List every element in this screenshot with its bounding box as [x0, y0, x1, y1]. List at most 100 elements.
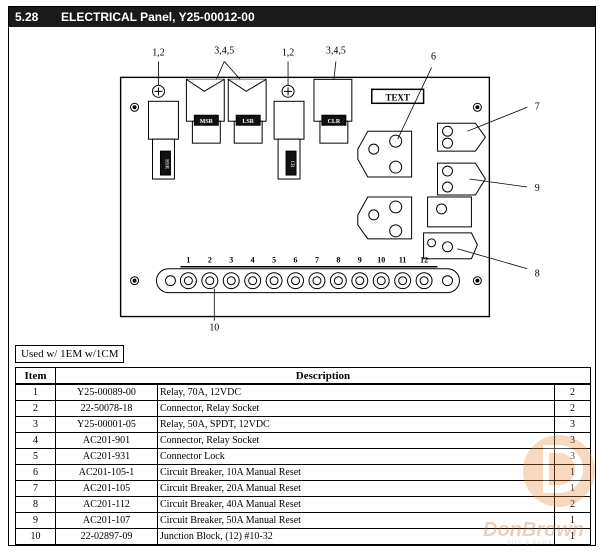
junction-stud-nut: [183, 276, 193, 286]
terminal-number: 4: [251, 256, 255, 265]
header-item: Item: [15, 367, 56, 385]
item-number-cell: 3: [15, 416, 56, 433]
section-number: 5.28: [15, 10, 39, 24]
label-lsr: LSR: [242, 119, 254, 125]
circuit-breakers: [357, 122, 486, 260]
quantity-cell: 1: [554, 480, 591, 497]
callout-10: 10: [209, 323, 219, 334]
junction-stud-nut: [248, 276, 258, 286]
terminal-number: 7: [315, 256, 319, 265]
item-number-cell: 10: [15, 528, 56, 545]
quantity-cell: 3: [554, 416, 591, 433]
header-description: Description: [55, 367, 591, 385]
description-cell: Circuit Breaker, 10A Manual Reset: [157, 464, 555, 481]
item-number-cell: 1: [15, 383, 56, 401]
part-number-cell: AC201-105: [55, 480, 158, 497]
quantity-cell: 3: [554, 432, 591, 449]
description-cell: Circuit Breaker, 40A Manual Reset: [157, 496, 555, 513]
callout-3-4-5-right: 3,4,5: [326, 45, 346, 56]
junction-stud-nut: [333, 276, 343, 286]
text-label-box: [371, 88, 425, 105]
junction-stud-nut: [226, 276, 236, 286]
junction-stud-nut: [355, 276, 365, 286]
callout-1-2-left: 1,2: [152, 47, 164, 58]
part-number-cell: AC201-931: [55, 448, 158, 465]
terminal-number: 10: [377, 256, 385, 265]
part-number-cell: Y25-00089-00: [55, 383, 158, 401]
item-number-cell: 9: [15, 512, 56, 529]
item-number-cell: 2: [15, 400, 56, 417]
item-number-cell: 4: [15, 432, 56, 449]
relay-hsr: [148, 84, 179, 180]
description-cell: Relay, 70A, 12VDC: [157, 383, 555, 401]
quantity-cell: 2: [554, 496, 591, 513]
description-cell: Connector Lock: [157, 448, 555, 465]
label-text: TEXT: [385, 92, 409, 102]
junction-stud-nut: [376, 276, 386, 286]
relay-lsr: [227, 78, 267, 144]
part-number-cell: 22-02897-09: [55, 528, 158, 545]
part-number-cell: 22-50078-18: [55, 400, 158, 417]
callout-1-2-right: 1,2: [282, 47, 294, 58]
quantity-cell: 1: [554, 512, 591, 529]
description-cell: Circuit Breaker, 20A Manual Reset: [157, 480, 555, 497]
item-number-cell: 5: [15, 448, 56, 465]
item-number-cell: 7: [15, 480, 56, 497]
electrical-panel-diagram: HSR MSR LSR CR: [119, 45, 540, 334]
part-number-cell: AC201-105-1: [55, 464, 158, 481]
section-title: ELECTRICAL Panel, Y25-00012-00: [61, 10, 255, 24]
quantity-cell: 1: [554, 528, 591, 545]
section-title-bar: 5.28 ELECTRICAL Panel, Y25-00012-00: [9, 7, 595, 27]
terminal-number: 12: [420, 256, 428, 265]
terminal-number: 1: [186, 256, 190, 265]
terminal-number: 8: [336, 256, 340, 265]
terminal-number: 11: [399, 256, 407, 265]
relay-clr: [313, 78, 353, 144]
part-number-cell: Y25-00001-05: [55, 416, 158, 433]
junction-stud-nut: [312, 276, 322, 286]
junction-stud-nut: [419, 276, 429, 286]
part-number-cell: AC201-112: [55, 496, 158, 513]
label-clr: CLR: [328, 119, 341, 125]
label-hsr: HSR: [163, 159, 168, 169]
terminal-number: 6: [294, 256, 298, 265]
quantity-cell: 3: [554, 448, 591, 465]
description-cell: Circuit Breaker, 50A Manual Reset: [157, 512, 555, 529]
used-with-note: Used w/ 1EM w/1CM: [15, 345, 125, 363]
junction-stud-nut: [291, 276, 301, 286]
part-number-cell: AC201-901: [55, 432, 158, 449]
terminal-number: 3: [229, 256, 233, 265]
label-cr: CR: [289, 161, 294, 168]
callout-leaders: [158, 61, 528, 321]
callout-6: 6: [431, 51, 436, 62]
description-cell: Connector, Relay Socket: [157, 432, 555, 449]
item-number-cell: 8: [15, 496, 56, 513]
junction-block: [155, 268, 460, 294]
part-number-cell: AC201-107: [55, 512, 158, 529]
mounting-holes: [130, 102, 482, 286]
relay-cr: [273, 84, 305, 180]
quantity-cell: 2: [554, 383, 591, 401]
parts-page: 5.28 ELECTRICAL Panel, Y25-00012-00 HSR: [8, 6, 596, 547]
description-cell: Connector, Relay Socket: [157, 400, 555, 417]
terminal-number: 9: [358, 256, 362, 265]
relay-msr: [185, 78, 225, 144]
terminal-number: 5: [272, 256, 276, 265]
label-msr: MSR: [200, 119, 214, 125]
description-cell: Relay, 50A, SPDT, 12VDC: [157, 416, 555, 433]
quantity-cell: 1: [554, 464, 591, 481]
callout-8: 8: [535, 269, 540, 280]
quantity-cell: 2: [554, 400, 591, 417]
junction-stud-nut: [269, 276, 279, 286]
